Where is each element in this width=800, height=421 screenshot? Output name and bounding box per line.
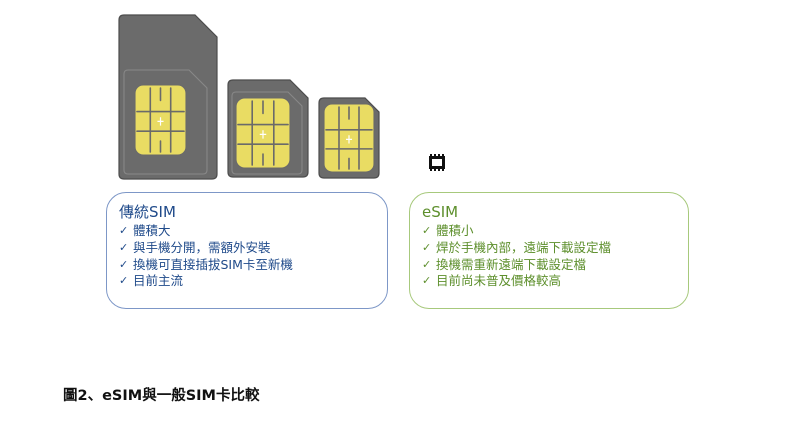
figure-caption: 圖2、eSIM與一般SIM卡比較	[63, 388, 260, 404]
check-icon: ✓	[119, 274, 129, 288]
check-icon: ✓	[422, 274, 432, 288]
list-item: ✓換機可直接插拔SIM卡至新機	[119, 256, 293, 272]
list-item: ✓焊於手機內部，遠端下載設定檔	[422, 239, 612, 255]
list-item: ✓體積大	[119, 223, 171, 238]
check-icon: ✓	[119, 240, 129, 254]
list-item: ✓與手機分開，需額外安裝	[119, 239, 271, 255]
list-item: ✓目前主流	[119, 273, 184, 289]
traditional-sim-box: 傳統SIM ✓體積大 ✓與手機分開，需額外安裝 ✓換機可直接插拔SIM卡至新機 …	[106, 192, 388, 309]
list-item: ✓目前尚未普及價格較高	[422, 273, 562, 289]
micro-sim-card	[227, 79, 309, 178]
esim-list: ✓體積小 ✓焊於手機內部，遠端下載設定檔 ✓換機需重新遠端下載設定檔 ✓目前尚未…	[422, 223, 688, 290]
traditional-sim-list: ✓體積大 ✓與手機分開，需額外安裝 ✓換機可直接插拔SIM卡至新機 ✓目前主流	[119, 223, 387, 290]
check-icon: ✓	[422, 224, 432, 237]
check-icon: ✓	[422, 240, 432, 254]
list-item: ✓體積小	[422, 223, 474, 238]
standard-sim-card	[118, 14, 218, 180]
check-icon: ✓	[119, 224, 129, 237]
check-icon: ✓	[422, 257, 432, 271]
traditional-sim-title: 傳統SIM	[119, 203, 176, 221]
check-icon: ✓	[119, 257, 129, 271]
esim-title: eSIM	[422, 203, 459, 221]
esim-box: eSIM ✓體積小 ✓焊於手機內部，遠端下載設定檔 ✓換機需重新遠端下載設定檔 …	[409, 192, 689, 309]
esim-chip-icon	[429, 154, 445, 171]
list-item: ✓換機需重新遠端下載設定檔	[422, 256, 587, 272]
nano-sim-card	[318, 97, 380, 179]
